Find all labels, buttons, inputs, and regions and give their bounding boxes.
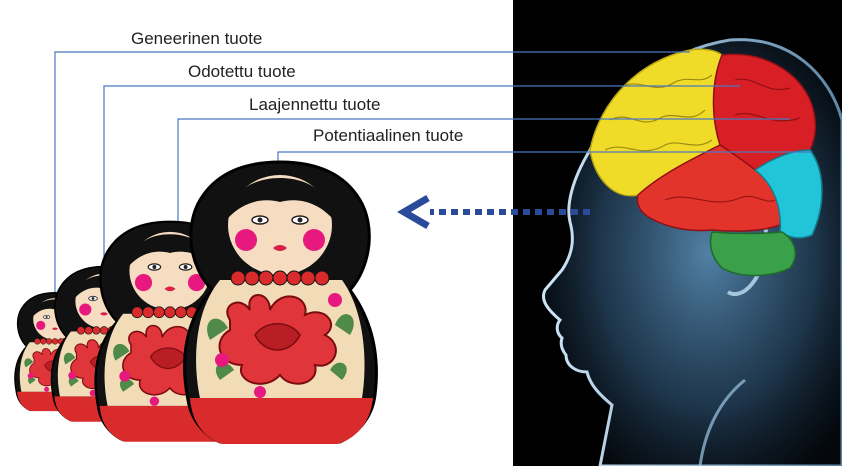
matryoshka-dolls xyxy=(15,162,377,444)
label-potentiaalinen-tuote: Potentiaalinen tuote xyxy=(313,126,463,146)
label-geneerinen-tuote: Geneerinen tuote xyxy=(131,29,262,49)
head-brain-image xyxy=(513,0,842,466)
brain-green-icon xyxy=(710,232,795,276)
doll-4-matryoshka-icon xyxy=(185,162,377,444)
label-odotettu-tuote: Odotettu tuote xyxy=(188,62,296,82)
label-laajennettu-tuote: Laajennettu tuote xyxy=(249,95,380,115)
